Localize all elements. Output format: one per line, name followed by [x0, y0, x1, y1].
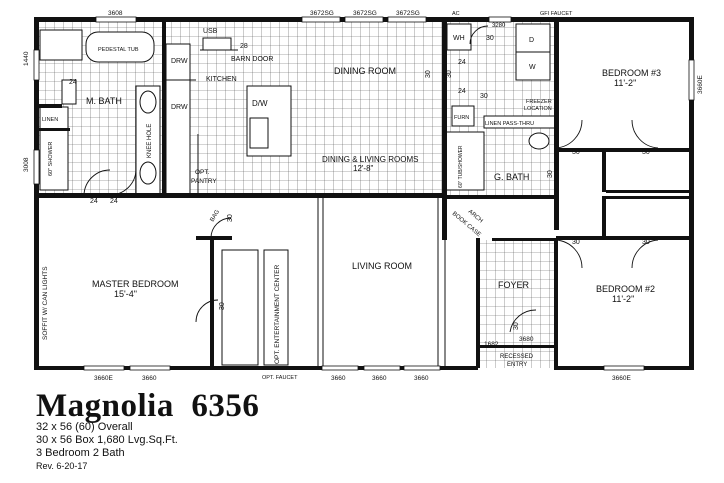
window-3280: 3280: [492, 23, 506, 29]
barn-door-label: BARN DOOR: [231, 56, 273, 63]
room-foyer: FOYER: [498, 280, 530, 290]
room-dining: DINING ROOM: [334, 66, 396, 76]
drw-label-2: DRW: [171, 104, 188, 111]
knee-hole-label: KNEE HOLE: [147, 124, 153, 158]
room-bedroom-3: BEDROOM #3: [602, 68, 661, 78]
pedestal-tub-shape: [85, 31, 155, 63]
room-master-bedroom-dim: 15'-4": [114, 289, 137, 299]
usb-label: USB: [203, 28, 218, 35]
pedestal-tub-label: PEDESTAL TUB: [98, 47, 139, 53]
recessed-entry-line1: RECESSED: [500, 354, 534, 360]
window-3660-b1: 3660: [331, 375, 346, 382]
spec-overall: 32 x 56 (60) Overall: [36, 421, 133, 433]
linen-pass-label: LINEN PASS-THRU: [485, 121, 534, 127]
room-bedroom-2-dim: 11'-2": [612, 294, 634, 304]
window-3660-bl: 3660: [142, 375, 157, 382]
door-28: 28: [240, 43, 248, 50]
tub-shower-label: 60" TUB/SHOWER: [458, 145, 464, 188]
window-1682: 1682: [484, 341, 499, 348]
dimension-labels: 3608 3672SG 3672SG 3672SG 3280 1440 3008…: [23, 10, 704, 382]
opt-pantry-line1: OPT.: [195, 169, 210, 176]
furn-label: FURN: [454, 115, 469, 121]
window-3660e-br: 3660E: [612, 375, 631, 382]
door-24-a: 24: [69, 79, 77, 86]
door-30-g: 30: [425, 70, 432, 78]
wh-label: WH: [453, 35, 465, 42]
door-24-e: 24: [458, 88, 466, 95]
opt-entertainment-label: OPT. ENTERTAINMENT CENTER: [274, 264, 281, 364]
door-30-h: 30: [446, 70, 453, 78]
room-labels: M. BATH KITCHEN DINING ROOM DINING & LIV…: [86, 66, 661, 368]
freezer-line1: FREEZER: [526, 99, 552, 105]
recessed-entry-line2: ENTRY: [507, 362, 527, 368]
window-3672sg-1: 3672SG: [310, 10, 334, 17]
room-g-bath: G. BATH: [494, 172, 529, 182]
door-3680: 3680: [519, 336, 534, 343]
door-24-c: 24: [110, 198, 118, 205]
model-title: Magnolia 6356: [36, 388, 259, 425]
dryer-label: D: [529, 37, 534, 44]
room-bedroom-2: BEDROOM #2: [596, 284, 655, 294]
window-3660e-right: 3660E: [697, 75, 704, 94]
window-3660-b3: 3660: [414, 375, 429, 382]
room-master-bedroom: MASTER BEDROOM: [92, 279, 179, 289]
linen-label: LINEN: [42, 117, 58, 123]
spec-revision: Rev. 6-20-17: [36, 461, 88, 471]
fixture-labels: PEDESTAL TUB LINEN 60" SHOWER KNEE HOLE …: [42, 11, 573, 381]
door-30-b: 30: [219, 302, 226, 310]
dw-label: D/W: [252, 99, 268, 108]
bag-label: BAG: [210, 209, 222, 223]
window-1440: 1440: [23, 51, 30, 66]
drw-label-1: DRW: [171, 58, 188, 65]
model-name: Magnolia: [36, 388, 174, 424]
room-kitchen: KITCHEN: [206, 76, 237, 83]
window-3608: 3608: [108, 10, 123, 17]
door-30-i: 30: [547, 170, 554, 178]
room-dining-living: DINING & LIVING ROOMS: [322, 155, 418, 164]
spec-box: 30 x 56 Box 1,680 Lvg.Sq.Ft.: [36, 434, 178, 446]
room-master-bath: M. BATH: [86, 96, 122, 106]
door-30-k: 30: [480, 93, 488, 100]
room-bedroom-3-dim: 11'-2": [614, 78, 636, 88]
shower-label: 60" SHOWER: [48, 142, 54, 176]
spec-rooms: 3 Bedroom 2 Bath: [36, 447, 125, 459]
door-30-a: 30: [227, 214, 234, 222]
window-3008: 3008: [23, 157, 30, 172]
door-30-d: 30: [642, 149, 650, 156]
washer-label: W: [529, 64, 536, 71]
kitchen-counter-left: [165, 43, 191, 195]
ac-label: AC: [452, 11, 460, 17]
door-30-e: 30: [572, 239, 580, 246]
window-3672sg-3: 3672SG: [396, 10, 420, 17]
opt-pantry-line2: PANTRY: [191, 178, 217, 185]
fixtures: [39, 23, 557, 366]
window-3672sg-2: 3672SG: [353, 10, 377, 17]
door-30-c: 30: [572, 149, 580, 156]
window-3660-b2: 3660: [372, 375, 387, 382]
door-24-d: 24: [458, 59, 466, 66]
gfi-faucet-label: GFI FAUCET: [540, 11, 573, 17]
door-30-f: 30: [642, 239, 650, 246]
model-number: 6356: [191, 388, 260, 424]
window-3660e-bl: 3660E: [94, 375, 113, 382]
soffit-label: SOFFIT W/ CAN LIGHTS: [42, 266, 49, 340]
room-living: LIVING ROOM: [352, 261, 412, 271]
windows: [33, 16, 695, 371]
door-30-j: 30: [513, 322, 520, 330]
freezer-line2: LOCATION: [524, 106, 552, 112]
door-30-l: 30: [486, 35, 494, 42]
door-24-b: 24: [90, 198, 98, 205]
room-dining-living-dim: 12'-8": [353, 164, 374, 173]
opt-faucet-label: OPT. FAUCET: [262, 375, 298, 381]
